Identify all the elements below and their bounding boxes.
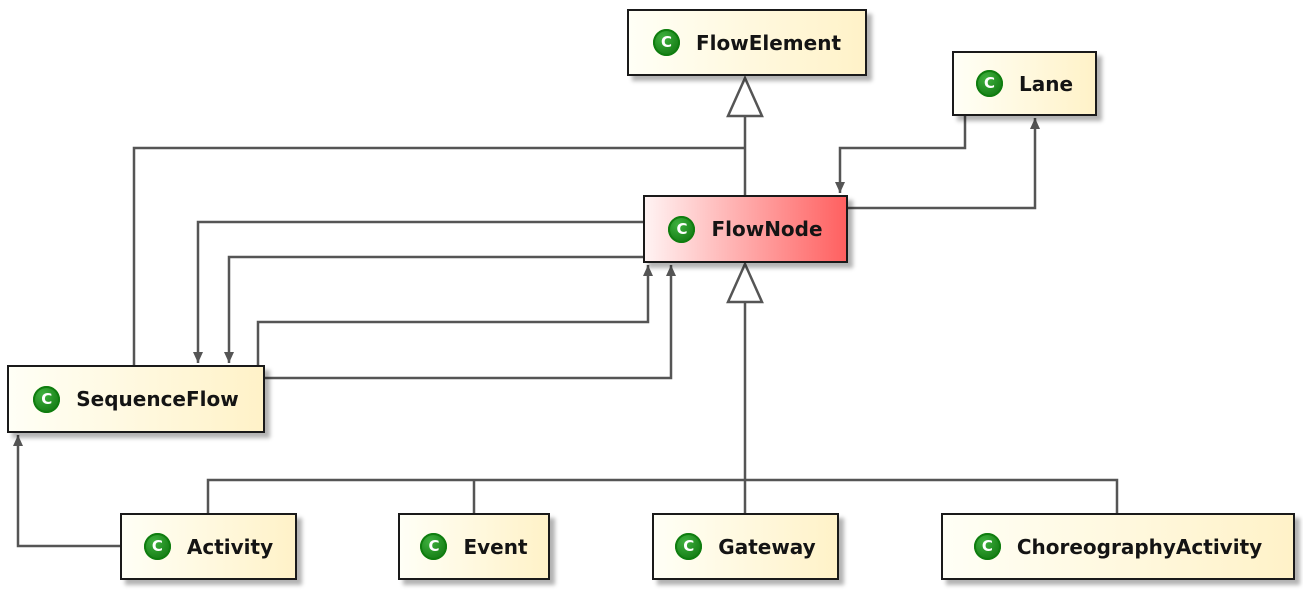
class-event[interactable]: C Event bbox=[398, 513, 550, 580]
activity-to-sequenceflow-association bbox=[13, 435, 120, 548]
sequenceflow-to-flowelement-line bbox=[132, 146, 745, 365]
class-flownode[interactable]: C FlowNode bbox=[643, 195, 848, 263]
class-c-icon: C bbox=[33, 385, 61, 413]
class-name: FlowElement bbox=[695, 30, 842, 55]
class-c-icon: C bbox=[973, 533, 1001, 560]
class-flowelement[interactable]: C FlowElement bbox=[627, 9, 867, 76]
flownode-to-sequenceflow-association-1 bbox=[193, 220, 643, 363]
class-sequenceflow[interactable]: C SequenceFlow bbox=[7, 365, 265, 433]
class-c-icon: C bbox=[420, 533, 448, 560]
class-name: Lane bbox=[1018, 71, 1074, 96]
class-gateway[interactable]: C Gateway bbox=[652, 513, 839, 580]
flownode-to-lane-association bbox=[848, 118, 1040, 210]
class-c-icon: C bbox=[975, 70, 1003, 97]
generalization-subclasses-bar bbox=[206, 478, 1119, 513]
class-c-icon: C bbox=[143, 533, 171, 560]
class-choreographyactivity[interactable]: C ChoreographyActivity bbox=[941, 513, 1295, 580]
sequenceflow-to-flownode-association-1 bbox=[256, 265, 653, 365]
class-name: Activity bbox=[186, 534, 274, 559]
class-lane[interactable]: C Lane bbox=[952, 51, 1097, 116]
generalization-arrowhead-flowelement bbox=[726, 74, 764, 118]
class-name: Gateway bbox=[718, 534, 816, 559]
class-c-icon: C bbox=[652, 29, 680, 56]
sequenceflow-to-flownode-association-2 bbox=[265, 265, 676, 380]
class-name: SequenceFlow bbox=[76, 387, 239, 411]
class-c-icon: C bbox=[675, 533, 703, 560]
class-name: FlowNode bbox=[711, 217, 823, 241]
class-name: ChoreographyActivity bbox=[1016, 534, 1263, 559]
lane-to-flownode-association bbox=[835, 116, 967, 193]
flownode-to-sequenceflow-association-2 bbox=[224, 255, 643, 363]
class-name: Event bbox=[463, 534, 528, 559]
class-c-icon: C bbox=[668, 215, 696, 243]
generalization-arrowhead-flownode bbox=[726, 260, 764, 304]
class-activity[interactable]: C Activity bbox=[120, 513, 297, 580]
